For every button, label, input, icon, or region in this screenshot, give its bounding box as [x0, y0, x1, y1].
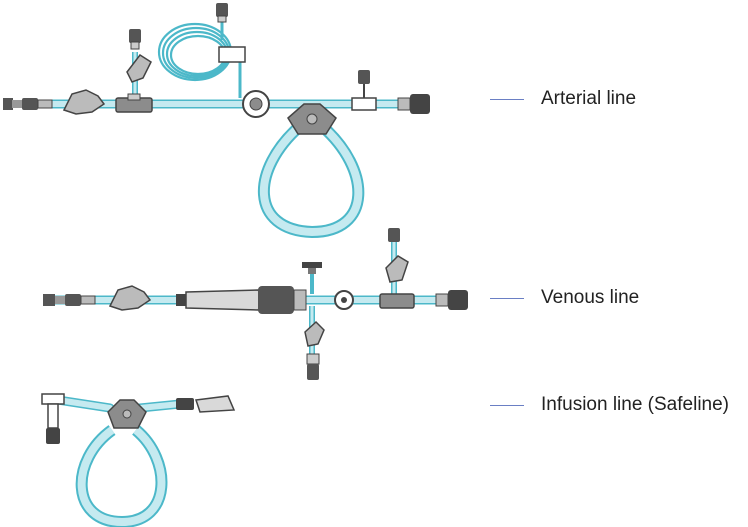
arterial-heparin-port [351, 70, 377, 111]
arterial-t-connector [115, 93, 153, 113]
infusion-label-leader [490, 405, 524, 406]
arterial-line-assembly [3, 3, 430, 239]
arterial-pump-manifold [287, 103, 337, 135]
arterial-dialyzer-connector [397, 94, 430, 114]
infusion-line-assembly [41, 393, 236, 527]
venous-label-leader [490, 298, 524, 299]
venous-drip-chamber [176, 286, 307, 314]
infusion-end-connector [176, 395, 236, 413]
infusion-manifold [107, 399, 147, 429]
arterial-label-leader [490, 99, 524, 100]
coil-clip [218, 46, 246, 63]
infusion-tube [53, 395, 185, 527]
arterial-pump-segment-loop [258, 121, 365, 239]
venous-dialyzer-connector [435, 290, 468, 310]
venous-air-detector-pod [334, 290, 354, 310]
infusion-line-label: Infusion line (Safeline) [541, 394, 729, 415]
venous-pressure-branch [304, 306, 325, 380]
arterial-line-clamp [62, 89, 106, 115]
arterial-patient-connector [3, 98, 53, 110]
arterial-line-label: Arterial line [541, 88, 637, 109]
infusion-spike [41, 393, 65, 444]
venous-line-clamp [108, 285, 152, 311]
venous-line-label: Venous line [541, 287, 640, 308]
venous-t-connector [379, 228, 415, 309]
venous-level-adjust-port [302, 262, 322, 294]
coil-top-connector [216, 3, 228, 23]
venous-line-assembly [43, 228, 468, 380]
sample-branch-clamp [126, 53, 152, 83]
venous-patient-connector [43, 294, 96, 306]
sample-port-connector [129, 29, 141, 50]
pressure-pod [242, 90, 270, 118]
